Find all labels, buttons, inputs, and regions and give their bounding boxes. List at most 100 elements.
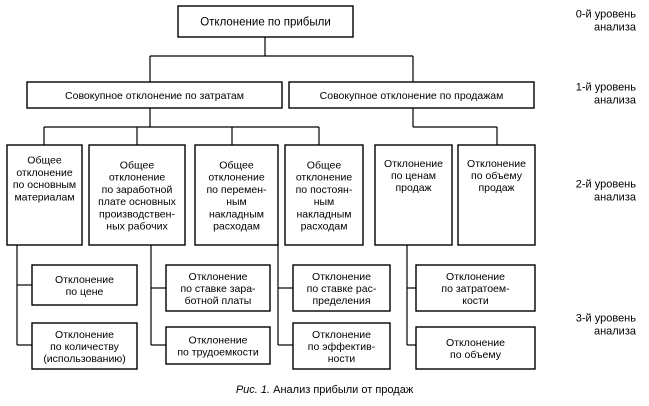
- wages-node-box: [88, 144, 186, 246]
- label-line: кости: [462, 295, 489, 307]
- figure-title: Анализ прибыли от продаж: [273, 384, 414, 396]
- volume-sub-node-box: [415, 326, 536, 370]
- label-line: Общее: [27, 155, 62, 167]
- label-line: отклонение: [296, 172, 353, 184]
- label-line: отклонение: [16, 167, 73, 179]
- label-line: ных рабочих: [106, 221, 168, 233]
- label-line: ным: [314, 196, 335, 208]
- label-line: анализа: [594, 95, 637, 107]
- label-line: по трудоемкости: [177, 347, 259, 359]
- label-line: 1-й уровень: [576, 82, 637, 94]
- label-line: по основным: [13, 179, 76, 191]
- label-line: Общее: [120, 160, 155, 172]
- label-line: анализа: [594, 22, 637, 34]
- label-line: производствен-: [99, 208, 175, 220]
- quantity-node-box: [31, 322, 138, 370]
- sales-volume-node-box: [457, 144, 536, 246]
- variable-overhead-node-box: [194, 144, 279, 246]
- label-line: по цене: [66, 286, 104, 298]
- label-line: 0-й уровень: [576, 9, 637, 21]
- label-line: отклонение: [109, 172, 166, 184]
- node-labels: Отклонение по прибыли Совокупное отклоне…: [13, 17, 526, 366]
- label-line: анализа: [594, 326, 637, 338]
- root-node-label: Отклонение по прибыли: [200, 17, 331, 29]
- label-line: по эффектив-: [308, 341, 376, 353]
- label-line: Отклонение: [446, 337, 505, 349]
- label-line: ности: [328, 353, 356, 365]
- label-line: по ценам: [391, 170, 436, 182]
- label-line: Отклонение: [446, 271, 505, 283]
- figure-number: Рис. 1.: [235, 384, 271, 396]
- label-line: Отклонение: [189, 335, 248, 347]
- label-line: 2-й уровень: [576, 179, 637, 191]
- sales-node-box: [288, 81, 535, 109]
- label-line: Отклонение: [312, 329, 371, 341]
- label-line: Отклонение: [467, 158, 526, 170]
- label-line: (использованию): [43, 353, 125, 365]
- label-line: ным: [226, 196, 247, 208]
- label-line: Отклонение: [312, 271, 371, 283]
- label-line: накладным: [296, 208, 351, 220]
- label-line: 3-й уровень: [576, 313, 637, 325]
- node-boxes: [6, 5, 536, 370]
- label-line: по затратоем-: [441, 283, 510, 295]
- label-line: по количеству: [50, 341, 119, 353]
- label-line: Совокупное отклонение по затратам: [65, 90, 244, 102]
- fixed-overhead-node-box: [284, 144, 364, 246]
- labor-intensity-node-box: [165, 326, 271, 365]
- label-line: по объему: [450, 349, 502, 361]
- label-line: материалам: [14, 191, 74, 203]
- label-line: расходам: [213, 221, 260, 233]
- label-line: Отклонение: [55, 329, 114, 341]
- materials-node-box: [6, 144, 83, 246]
- label-line: по объему: [471, 170, 523, 182]
- label-line: по заработной: [102, 184, 173, 196]
- label-line: Отклонение по прибыли: [200, 17, 331, 29]
- price-node-box: [31, 264, 138, 306]
- label-line: расходам: [301, 221, 348, 233]
- label-line: Отклонение: [189, 271, 248, 283]
- label-line: по ставке зара-: [180, 283, 256, 295]
- label-line: ботной платы: [185, 295, 252, 307]
- label-line: по перемен-: [206, 184, 267, 196]
- efficiency-node-box: [292, 322, 391, 370]
- sales-node-label: Совокупное отклонение по продажам: [320, 90, 504, 102]
- connectors: [16, 37, 498, 346]
- cost-node-box: [26, 81, 283, 109]
- label-line: Совокупное отклонение по продажам: [320, 90, 504, 102]
- label-line: плате основных: [98, 196, 177, 208]
- wage-rate-node-box: [165, 264, 271, 312]
- figure-caption: Рис. 1. Анализ прибыли от продаж: [0, 384, 649, 396]
- label-line: продаж: [395, 182, 431, 194]
- root-node-box: [177, 5, 354, 38]
- label-line: по постоян-: [296, 184, 353, 196]
- label-line: анализа: [594, 192, 637, 204]
- label-line: по ставке рас-: [307, 283, 377, 295]
- label-line: накладным: [209, 208, 264, 220]
- label-line: Общее: [307, 160, 342, 172]
- sales-price-node-box: [374, 144, 453, 246]
- label-line: Отклонение: [384, 158, 443, 170]
- label-line: пределения: [312, 295, 370, 307]
- label-line: продаж: [478, 182, 514, 194]
- label-line: Отклонение: [55, 274, 114, 286]
- allocation-rate-node-box: [292, 264, 391, 312]
